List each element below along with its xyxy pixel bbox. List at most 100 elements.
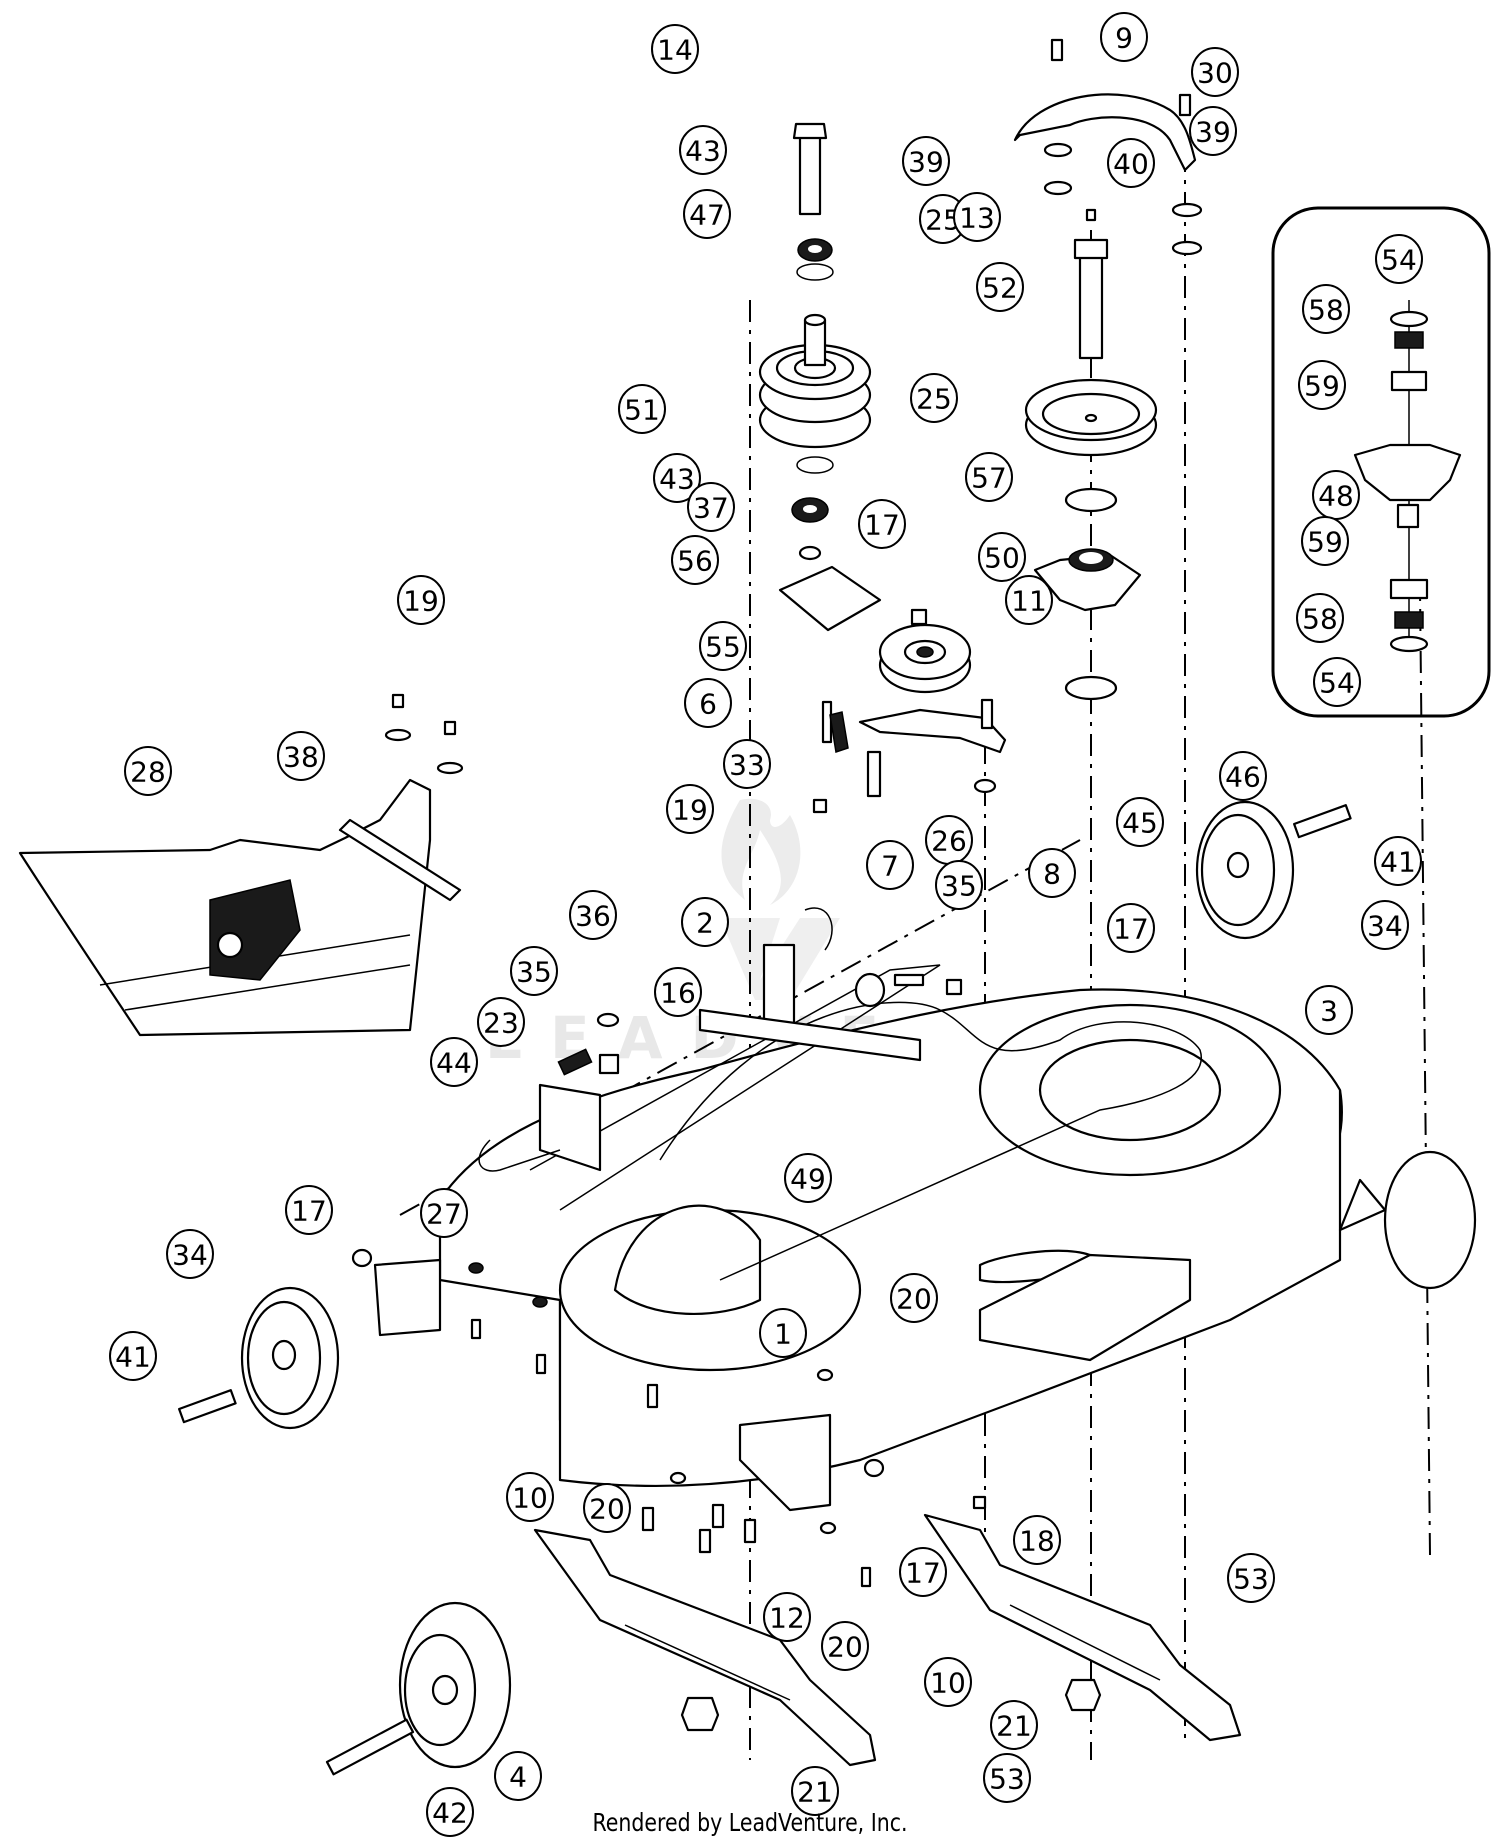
callout-35[interactable]: 35 [935, 860, 983, 910]
callout-10[interactable]: 10 [506, 1472, 554, 1522]
callout-41[interactable]: 41 [109, 1331, 157, 1381]
callout-1[interactable]: 1 [759, 1308, 807, 1358]
callout-number: 17 [905, 1557, 941, 1590]
callout-53[interactable]: 53 [983, 1753, 1031, 1803]
part-push-rivet [646, 1383, 659, 1409]
callout-43[interactable]: 43 [653, 453, 701, 503]
callout-number: 35 [941, 870, 977, 903]
callout-6[interactable]: 6 [684, 678, 732, 728]
callout-number: 23 [483, 1007, 519, 1040]
callout-49[interactable]: 49 [784, 1153, 832, 1203]
callout-bubble [285, 1185, 333, 1235]
callout-54[interactable]: 54 [1375, 234, 1423, 284]
part-belt-cover [1013, 93, 1197, 172]
callout-number: 33 [729, 749, 765, 782]
callout-56[interactable]: 56 [671, 535, 719, 585]
part-spindle-seal-upper [1064, 487, 1118, 513]
callout-17[interactable]: 17 [285, 1185, 333, 1235]
callout-18[interactable]: 18 [1013, 1515, 1061, 1565]
callout-26[interactable]: 26 [925, 815, 973, 865]
callout-59[interactable]: 59 [1298, 360, 1346, 410]
callout-59[interactable]: 59 [1301, 516, 1349, 566]
callout-4[interactable]: 4 [494, 1751, 542, 1801]
callout-17[interactable]: 17 [899, 1547, 947, 1597]
callout-45[interactable]: 45 [1116, 797, 1164, 847]
part-washer-39c [1171, 202, 1203, 218]
callout-39[interactable]: 39 [902, 136, 950, 186]
callout-52[interactable]: 52 [976, 262, 1024, 312]
callout-46[interactable]: 46 [1219, 751, 1267, 801]
callout-54[interactable]: 54 [1313, 657, 1361, 707]
callout-number: 21 [996, 1710, 1032, 1743]
callout-37[interactable]: 37 [687, 482, 735, 532]
callout-55[interactable]: 55 [699, 621, 747, 671]
part-hanger-bracket [698, 907, 922, 1062]
callout-bubble [1374, 836, 1422, 886]
callout-12[interactable]: 12 [763, 1592, 811, 1642]
callout-20[interactable]: 20 [890, 1273, 938, 1323]
callout-41[interactable]: 41 [1374, 836, 1422, 886]
callout-58[interactable]: 58 [1296, 593, 1344, 643]
callout-10[interactable]: 10 [924, 1657, 972, 1707]
callout-bubble [910, 373, 958, 423]
callout-number: 7 [881, 850, 899, 883]
callout-21[interactable]: 21 [990, 1700, 1038, 1750]
callout-40[interactable]: 40 [1107, 138, 1155, 188]
callout-34[interactable]: 34 [1361, 900, 1409, 950]
callout-47[interactable]: 47 [683, 189, 731, 239]
inset-spindle-parts [1353, 300, 1462, 653]
callout-7[interactable]: 7 [866, 840, 914, 890]
callout-43[interactable]: 43 [679, 125, 727, 175]
callout-bubble [1305, 985, 1353, 1035]
callout-50[interactable]: 50 [978, 532, 1026, 582]
callout-48[interactable]: 48 [1312, 470, 1360, 520]
callout-19[interactable]: 19 [397, 575, 445, 625]
callout-51[interactable]: 51 [618, 384, 666, 434]
callout-13[interactable]: 13 [953, 192, 1001, 242]
callout-53[interactable]: 53 [1227, 1553, 1275, 1603]
callout-number: 36 [575, 900, 611, 933]
callout-35[interactable]: 35 [510, 946, 558, 996]
callout-28[interactable]: 28 [124, 746, 172, 796]
callout-8[interactable]: 8 [1028, 848, 1076, 898]
callout-3[interactable]: 3 [1305, 985, 1353, 1035]
callout-2[interactable]: 2 [681, 897, 729, 947]
callout-42[interactable]: 42 [426, 1787, 474, 1837]
callout-11[interactable]: 11 [1005, 575, 1053, 625]
callout-bubble [1028, 848, 1076, 898]
callout-number: 51 [624, 394, 660, 427]
callout-17[interactable]: 17 [858, 499, 906, 549]
callout-34[interactable]: 34 [166, 1229, 214, 1279]
callout-14[interactable]: 14 [651, 24, 699, 74]
part-hex-nut-17-left [351, 1248, 373, 1268]
callout-19[interactable]: 19 [666, 784, 714, 834]
part-mower-blade-left [533, 1528, 877, 1767]
callout-25[interactable]: 25 [910, 373, 958, 423]
watermark-flame-icon [721, 798, 801, 905]
callout-bubble [1375, 234, 1423, 284]
callout-number: 35 [516, 956, 552, 989]
callout-21[interactable]: 21 [791, 1766, 839, 1816]
callout-57[interactable]: 57 [965, 452, 1013, 502]
callout-number: 48 [1318, 480, 1354, 513]
callout-30[interactable]: 30 [1191, 47, 1239, 97]
part-deck-shell [438, 964, 1387, 1488]
callout-36[interactable]: 36 [569, 890, 617, 940]
part-hex-bolt [792, 122, 828, 216]
part-front-wheel-right [1383, 1150, 1477, 1290]
callout-27[interactable]: 27 [420, 1188, 468, 1238]
callout-33[interactable]: 33 [723, 739, 771, 789]
callout-number: 3 [1320, 995, 1338, 1028]
callout-23[interactable]: 23 [477, 997, 525, 1047]
callout-44[interactable]: 44 [430, 1037, 478, 1087]
callout-bubble [723, 739, 771, 789]
callout-20[interactable]: 20 [821, 1621, 869, 1671]
callout-9[interactable]: 9 [1100, 12, 1148, 62]
callout-20[interactable]: 20 [583, 1483, 631, 1533]
callout-58[interactable]: 58 [1302, 284, 1350, 334]
callout-17[interactable]: 17 [1107, 903, 1155, 953]
callout-16[interactable]: 16 [654, 967, 702, 1017]
callout-38[interactable]: 38 [277, 731, 325, 781]
callout-39[interactable]: 39 [1189, 106, 1237, 156]
part-nut-19-left-b [443, 720, 457, 736]
